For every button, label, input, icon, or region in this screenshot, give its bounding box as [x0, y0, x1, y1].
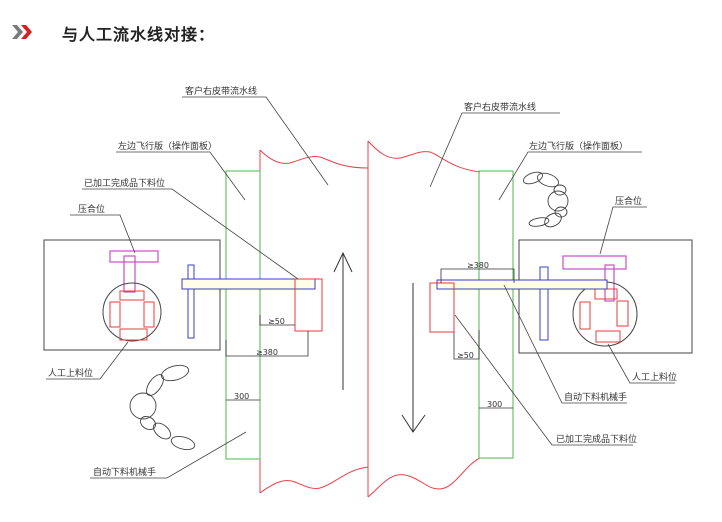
label-right-belt: 客户右皮带流水线: [464, 101, 536, 113]
up-arrow-icon: [333, 251, 353, 390]
leader-right-auto-arm: [503, 284, 627, 404]
right-machine-frame: [518, 239, 693, 354]
label-left-flight-board: 左边飞行版（操作面板）: [118, 140, 217, 152]
label-left-auto-arm: 自动下料机械手: [93, 466, 156, 478]
left-unload-position: [294, 278, 323, 332]
section-title: 与人工流水线对接：: [62, 25, 216, 44]
right-dim-380: ≥380: [467, 261, 489, 270]
left-belt-bottom-edge: [259, 466, 369, 494]
leader-left-unload: [82, 188, 299, 280]
left-manipulator-rail: [187, 264, 195, 339]
left-dim-380-line: [225, 331, 309, 357]
left-rotary-table: [102, 282, 162, 342]
left-belt-top-edge: [259, 149, 369, 170]
left-fixture-left: [109, 301, 121, 328]
right-fixture-bottom: [595, 330, 621, 343]
right-manipulator-rail: [539, 266, 549, 341]
label-left-finished-unload: 已加工完成品下料位: [84, 177, 165, 189]
section-header: 与人工流水线对接：: [0, 0, 722, 60]
leader-right-press: [599, 206, 647, 255]
label-left-manual-load: 人工上料位: [48, 367, 93, 379]
left-fixture-right: [143, 301, 155, 328]
label-right-press: 压合位: [615, 195, 642, 207]
left-operator-icon: [129, 364, 196, 451]
down-arrow-icon: [401, 283, 426, 433]
right-belt-bottom-edge: [367, 457, 481, 498]
right-manipulator-arm: [436, 279, 608, 290]
double-chevron-right-icon: [12, 25, 32, 39]
right-belt-top-edge: [367, 140, 481, 173]
leader-right-unload: [454, 314, 633, 446]
right-dim-50-line: [453, 330, 480, 360]
label-right-manual-load: 人工上料位: [632, 371, 677, 383]
right-fixture-left: [579, 301, 591, 330]
left-manipulator-arm: [181, 278, 316, 290]
left-dim-50-line: [259, 315, 295, 326]
leader-left-press: [70, 214, 136, 254]
left-flight-board: [225, 170, 261, 460]
left-fixture-bottom: [119, 328, 148, 341]
left-dim-50: ≥50: [268, 317, 285, 326]
left-dim-300: 300: [234, 392, 249, 401]
leader-right-flight-board: [498, 151, 642, 201]
left-dim-380: ≥380: [256, 348, 278, 357]
label-left-press: 压合位: [78, 203, 105, 215]
right-dimensions: [440, 268, 515, 409]
label-left-belt: 客户右皮带流水线: [185, 85, 257, 97]
label-right-flight-board: 左边飞行版（操作面板）: [529, 140, 628, 152]
leader-left-flight-board: [116, 151, 246, 201]
right-press-bar: [562, 255, 627, 270]
leader-right-manual-load: [607, 343, 675, 384]
left-fixture-top: [119, 290, 145, 301]
right-unload-position: [429, 282, 455, 333]
leader-right-belt: [429, 112, 560, 188]
right-dim-50: ≥50: [457, 351, 474, 360]
left-press-stem: [123, 255, 136, 293]
left-dimensions: [225, 315, 309, 401]
leader-lines: [46, 96, 675, 479]
right-operator-icon: [522, 171, 569, 228]
leader-left-belt: [182, 96, 329, 186]
label-right-finished-unload: 已加工完成品下料位: [556, 433, 637, 445]
label-right-auto-arm: 自动下料机械手: [564, 391, 627, 403]
leader-left-manual-load: [46, 341, 129, 380]
right-machine: [518, 239, 693, 354]
right-manipulator: [436, 266, 608, 341]
right-dim-380-line: [440, 268, 515, 283]
right-belt: [367, 140, 481, 498]
right-fixture-right: [616, 300, 629, 327]
left-machine-frame: [43, 239, 221, 351]
right-flight-board: [478, 170, 514, 459]
leader-left-auto-arm: [90, 431, 247, 479]
right-dim-300: 300: [487, 400, 502, 409]
left-manipulator: [181, 264, 316, 339]
